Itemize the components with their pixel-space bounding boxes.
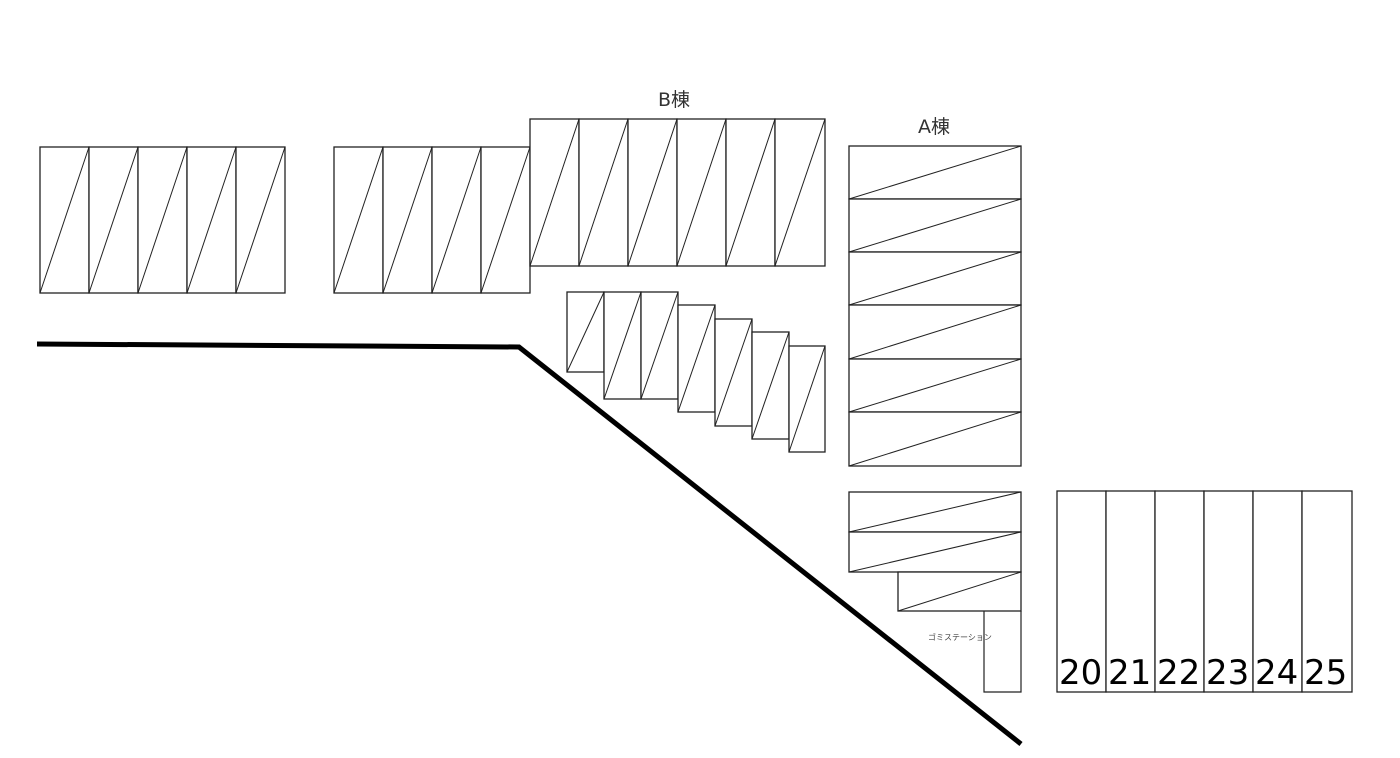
stall-number: 25 bbox=[1304, 653, 1347, 693]
stall-number: 24 bbox=[1255, 653, 1298, 693]
road-boundary-line bbox=[36, 341, 1023, 746]
parking-stall[interactable] bbox=[333, 146, 384, 294]
parking-stall-23[interactable] bbox=[1203, 490, 1254, 693]
parking-stall-22[interactable] bbox=[1154, 490, 1205, 693]
parking-stall[interactable] bbox=[235, 146, 286, 294]
building-a-label: A棟 bbox=[918, 116, 950, 138]
stall-number: 22 bbox=[1157, 653, 1200, 693]
parking-stall-21[interactable] bbox=[1105, 490, 1156, 693]
stall-group-building-b bbox=[529, 118, 826, 267]
parking-stall[interactable] bbox=[676, 118, 727, 267]
parking-stall[interactable] bbox=[578, 118, 629, 267]
parking-stall[interactable] bbox=[848, 145, 1022, 200]
parking-stall[interactable] bbox=[848, 531, 1022, 573]
parking-stall[interactable] bbox=[848, 358, 1022, 413]
parking-stall[interactable] bbox=[848, 411, 1022, 467]
parking-stall[interactable] bbox=[529, 118, 580, 267]
parking-stall[interactable] bbox=[848, 304, 1022, 360]
parking-stall[interactable] bbox=[431, 146, 482, 294]
parking-stall-20[interactable] bbox=[1056, 490, 1107, 693]
stall-group-numbered: 20 21 22 23 24 25 bbox=[1056, 490, 1353, 693]
parking-stall[interactable] bbox=[627, 118, 678, 267]
stall-number: 21 bbox=[1108, 653, 1151, 693]
parking-stall[interactable] bbox=[725, 118, 776, 267]
parking-stall[interactable] bbox=[603, 291, 642, 400]
parking-stall[interactable] bbox=[848, 198, 1022, 253]
stall-number: 23 bbox=[1206, 653, 1249, 693]
parking-stall[interactable] bbox=[137, 146, 188, 294]
parking-stall[interactable] bbox=[897, 571, 1022, 612]
stall-group-middle bbox=[333, 146, 531, 294]
parking-stall[interactable] bbox=[714, 318, 753, 427]
parking-stall[interactable] bbox=[88, 146, 139, 294]
stall-number: 20 bbox=[1059, 653, 1102, 693]
parking-stall[interactable] bbox=[186, 146, 237, 294]
parking-stall[interactable] bbox=[382, 146, 433, 294]
parking-stall[interactable] bbox=[774, 118, 826, 267]
stall-group-stepped bbox=[566, 291, 826, 453]
parking-stall[interactable] bbox=[848, 491, 1022, 533]
stall-group-building-a bbox=[848, 145, 1022, 467]
parking-stall[interactable] bbox=[751, 331, 790, 440]
garbage-station-label: ゴミステーション bbox=[928, 632, 992, 642]
parking-stall[interactable] bbox=[566, 291, 605, 373]
stall-group-lower bbox=[848, 491, 1022, 612]
building-b-label: B棟 bbox=[658, 89, 690, 111]
parking-stall-25[interactable] bbox=[1301, 490, 1353, 693]
stall-group-left bbox=[39, 146, 286, 294]
parking-stall[interactable] bbox=[640, 291, 679, 400]
parking-stall[interactable] bbox=[39, 146, 90, 294]
parking-stall[interactable] bbox=[480, 146, 531, 294]
garbage-station: ゴミステーション bbox=[928, 611, 1022, 693]
parking-stall[interactable] bbox=[848, 251, 1022, 306]
parking-stall[interactable] bbox=[677, 304, 716, 413]
parking-stall[interactable] bbox=[788, 345, 826, 453]
